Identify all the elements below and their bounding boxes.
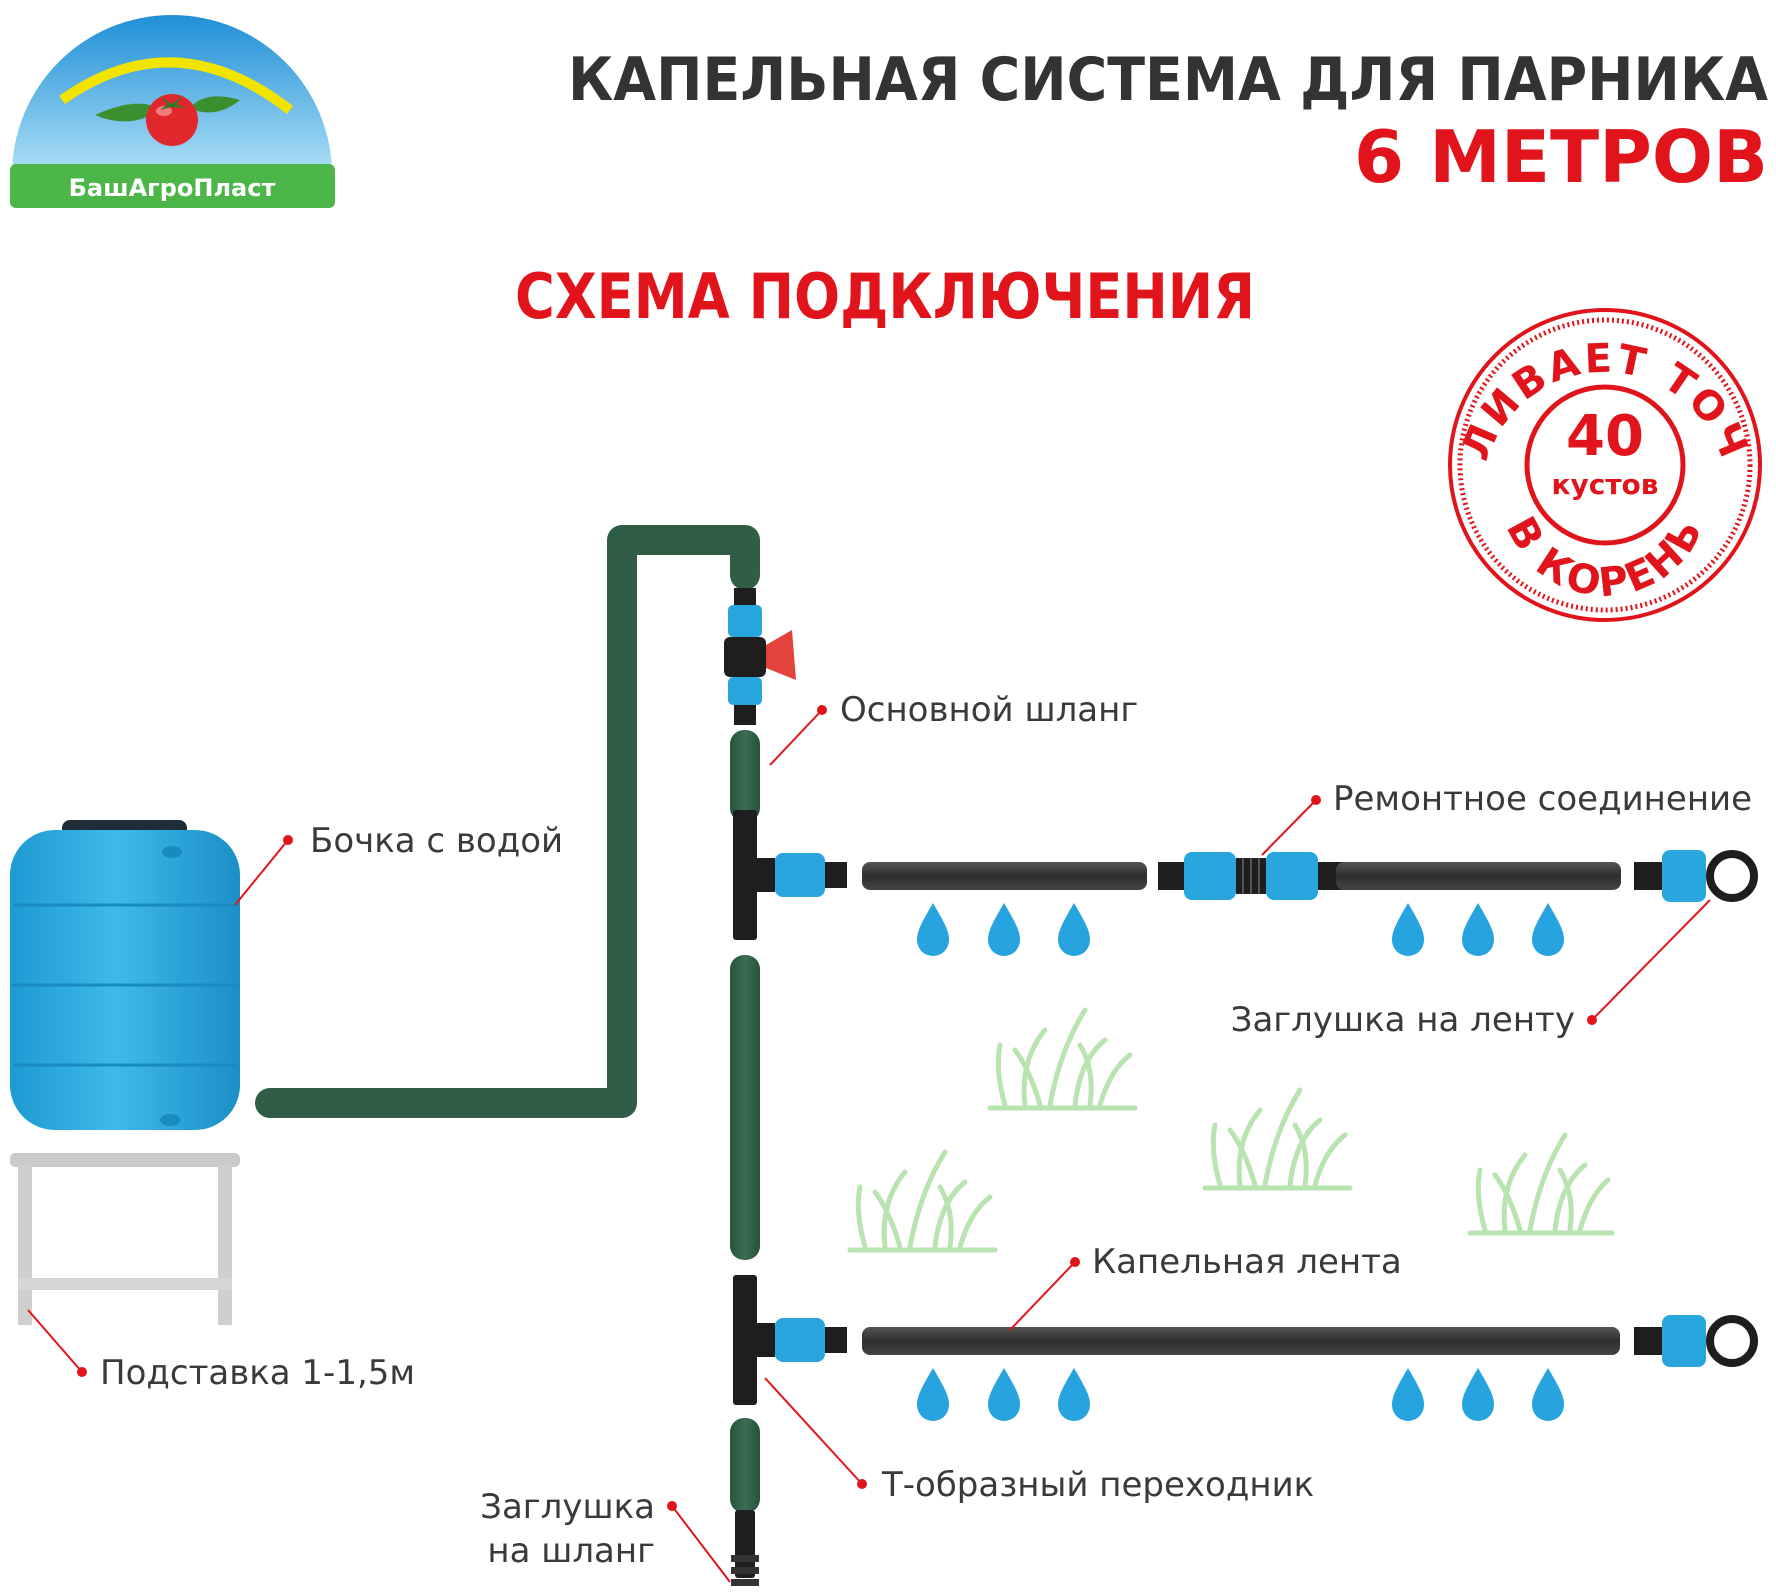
water-drop-icon	[1392, 903, 1424, 956]
barrel-stand	[10, 1153, 240, 1325]
label-barrel: Бочка с водой	[310, 821, 563, 861]
water-drop-icon	[1058, 903, 1090, 956]
stamp-middle-ring	[1457, 317, 1753, 613]
label-tape-plug: Заглушка на ленту	[1231, 1000, 1575, 1040]
shutoff-valve	[724, 588, 796, 725]
tee-adapter-top	[733, 810, 847, 940]
grass-icon	[1467, 1132, 1615, 1236]
label-hose-plug-line2: на шланг	[487, 1531, 655, 1571]
stamp-outer-ring	[1448, 308, 1762, 622]
main-hose	[255, 525, 760, 1513]
tape-end-plug-top	[1634, 850, 1758, 902]
water-drop-icon	[988, 1368, 1020, 1421]
stamp-bottom-text: В КОРЕНЬ	[1497, 509, 1713, 606]
page-title-length: 6 МЕТРОВ	[1354, 115, 1768, 199]
label-t-adapter: Т-образный переходник	[881, 1465, 1314, 1505]
label-drip-tape: Капельная лента	[1092, 1242, 1402, 1282]
valve-handle-icon	[766, 630, 796, 680]
tape-end-plug-bottom	[1634, 1315, 1758, 1367]
grass-icons	[847, 1007, 1615, 1253]
label-repair-coupling: Ремонтное соединение	[1333, 779, 1752, 819]
logo-sun-arc	[59, 57, 294, 114]
label-main-hose: Основной шланг	[840, 690, 1138, 730]
water-barrel	[10, 820, 240, 1130]
water-drop-icon	[988, 903, 1020, 956]
stamp-inner-ring	[1524, 384, 1686, 546]
stamp-number: 40	[1566, 404, 1644, 469]
water-drop-icon	[1058, 1368, 1090, 1421]
barrel-body	[10, 830, 240, 1130]
stamp-unit: кустов	[1551, 468, 1658, 501]
tomato-icon	[95, 94, 240, 146]
page-title: КАПЕЛЬНАЯ СИСТЕМА ДЛЯ ПАРНИКА	[568, 45, 1769, 115]
callout-lines	[27, 705, 1711, 1583]
water-drops-bottom	[917, 1368, 1564, 1421]
logo-band	[10, 164, 335, 208]
grass-icon	[987, 1007, 1138, 1111]
label-hose-plug-line1: Заглушка	[480, 1487, 655, 1527]
water-drop-icon	[1462, 1368, 1494, 1421]
water-drop-icon	[917, 903, 949, 956]
label-stand: Подставка 1-1,5м	[100, 1353, 415, 1393]
tee-adapter-bottom	[733, 1275, 847, 1405]
page-subtitle: СХЕМА ПОДКЛЮЧЕНИЯ	[515, 260, 1255, 333]
grass-icon	[847, 1149, 998, 1253]
water-drop-icon	[1532, 903, 1564, 956]
water-drop-icon	[1392, 1368, 1424, 1421]
water-drops-top	[917, 903, 1564, 956]
drip-tape-top	[862, 850, 1758, 902]
drip-tape-bottom	[862, 1315, 1758, 1367]
logo-text: БашАгроПласт	[69, 174, 276, 202]
grass-icon	[1202, 1087, 1353, 1191]
brand-logo: БашАгроПласт	[10, 15, 335, 208]
water-drop-icon	[1532, 1368, 1564, 1421]
hose-end-plug	[731, 1510, 759, 1586]
repair-coupling	[1158, 852, 1344, 900]
water-drop-icon	[1462, 903, 1494, 956]
water-drop-icon	[917, 1368, 949, 1421]
